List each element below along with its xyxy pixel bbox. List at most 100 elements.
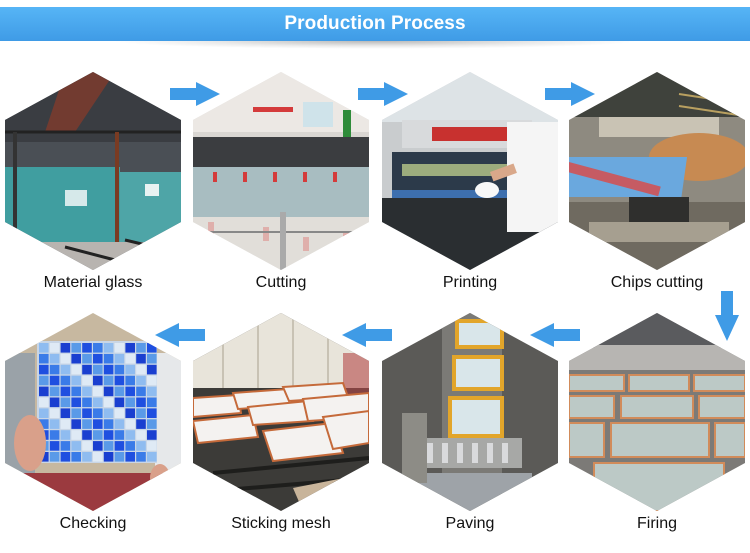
mosaic-tile xyxy=(49,353,60,364)
mosaic-tile xyxy=(114,353,125,364)
mosaic-tile xyxy=(82,375,92,386)
mosaic-tile xyxy=(82,397,92,408)
mosaic-tile xyxy=(103,375,114,386)
mosaic-tile xyxy=(103,430,114,440)
arrow-right-icon xyxy=(545,82,595,106)
firing-photo xyxy=(569,313,745,511)
sticking-mesh-photo xyxy=(193,313,369,511)
banner-shadow xyxy=(110,41,640,49)
mosaic-tile xyxy=(125,441,135,451)
mosaic-tile xyxy=(147,364,157,375)
mosaic-tile xyxy=(39,353,49,364)
mosaic-tile xyxy=(147,419,157,429)
mosaic-tile xyxy=(136,375,146,386)
cutting-photo xyxy=(193,72,369,270)
mosaic-tile xyxy=(93,364,103,375)
mosaic-tile xyxy=(114,397,125,408)
material-glass-photo xyxy=(5,72,181,270)
mosaic-tile xyxy=(71,397,81,408)
step-material-glass: Material glass xyxy=(5,72,181,291)
mosaic-tile xyxy=(82,386,92,397)
mosaic-tile xyxy=(125,386,135,397)
mosaic-tile xyxy=(60,408,71,418)
step-label: Chips cutting xyxy=(610,274,704,291)
mosaic-tile xyxy=(93,353,103,364)
step-label: Checking xyxy=(59,515,127,532)
mosaic-tile xyxy=(71,375,81,386)
mosaic-tile xyxy=(125,408,135,418)
chips-cutting-photo xyxy=(569,72,745,270)
mosaic-tile xyxy=(136,343,146,353)
mosaic-tile xyxy=(93,343,103,353)
mosaic-tile xyxy=(136,452,146,462)
mosaic-tile xyxy=(71,430,81,440)
mosaic-tile xyxy=(49,397,60,408)
step-label: Material glass xyxy=(43,274,143,291)
mosaic-tile xyxy=(147,343,157,353)
mosaic-tile xyxy=(136,364,146,375)
mosaic-tile xyxy=(82,430,92,440)
mosaic-tile xyxy=(49,452,60,462)
mosaic-tile xyxy=(71,441,81,451)
mosaic-tile xyxy=(125,419,135,429)
mosaic-tile xyxy=(114,343,125,353)
mosaic-tile xyxy=(125,375,135,386)
step-checking: Checking xyxy=(5,313,181,532)
step-cutting: Cutting xyxy=(193,72,369,291)
mosaic-tile xyxy=(125,364,135,375)
mosaic-tile xyxy=(49,408,60,418)
paving-photo xyxy=(382,313,558,511)
mosaic-tile xyxy=(114,375,125,386)
mosaic-tile xyxy=(136,353,146,364)
mosaic-tile xyxy=(103,452,114,462)
mosaic-tile xyxy=(39,397,49,408)
mosaic-tile xyxy=(114,408,125,418)
mosaic-tile xyxy=(71,408,81,418)
step-label: Sticking mesh xyxy=(231,515,331,532)
arrow-left-icon xyxy=(155,323,205,347)
mosaic-tile xyxy=(71,343,81,353)
mosaic-tile xyxy=(71,353,81,364)
mosaic-tile xyxy=(136,430,146,440)
mosaic-tile xyxy=(147,375,157,386)
mosaic-tile xyxy=(60,452,71,462)
mosaic-tile xyxy=(147,386,157,397)
mosaic-tile xyxy=(60,441,71,451)
mosaic-tile xyxy=(49,386,60,397)
mosaic-tile xyxy=(49,430,60,440)
mosaic-tile xyxy=(114,430,125,440)
arrow-down-icon xyxy=(715,291,739,341)
mosaic-tile xyxy=(93,386,103,397)
mosaic-tile xyxy=(114,386,125,397)
mosaic-tile xyxy=(71,452,81,462)
page-title: Production Process xyxy=(284,13,466,34)
mosaic-tile xyxy=(71,386,81,397)
mosaic-tile xyxy=(93,375,103,386)
mosaic-tile xyxy=(82,343,92,353)
mosaic-tile xyxy=(93,397,103,408)
mosaic-tile xyxy=(136,441,146,451)
step-label: Firing xyxy=(636,515,677,532)
mosaic-tile xyxy=(60,353,71,364)
mosaic-tile xyxy=(125,430,135,440)
mosaic-tile xyxy=(49,419,60,429)
step-printing: Printing xyxy=(382,72,558,291)
arrow-left-icon xyxy=(342,323,392,347)
mosaic-tile xyxy=(49,375,60,386)
step-label: Paving xyxy=(445,515,495,532)
mosaic-tile xyxy=(147,441,157,451)
mosaic-tile xyxy=(114,419,125,429)
mosaic-tile xyxy=(103,419,114,429)
mosaic-tile xyxy=(60,419,71,429)
mosaic-tile xyxy=(147,397,157,408)
mosaic-tile xyxy=(60,364,71,375)
mosaic-tile xyxy=(60,375,71,386)
mosaic-tile xyxy=(136,408,146,418)
mosaic-tile xyxy=(39,386,49,397)
mosaic-tile xyxy=(82,408,92,418)
arrow-right-icon xyxy=(170,82,220,106)
mosaic-tile xyxy=(60,397,71,408)
mosaic-tile xyxy=(49,364,60,375)
mosaic-tile xyxy=(82,452,92,462)
mosaic-tile xyxy=(147,452,157,462)
